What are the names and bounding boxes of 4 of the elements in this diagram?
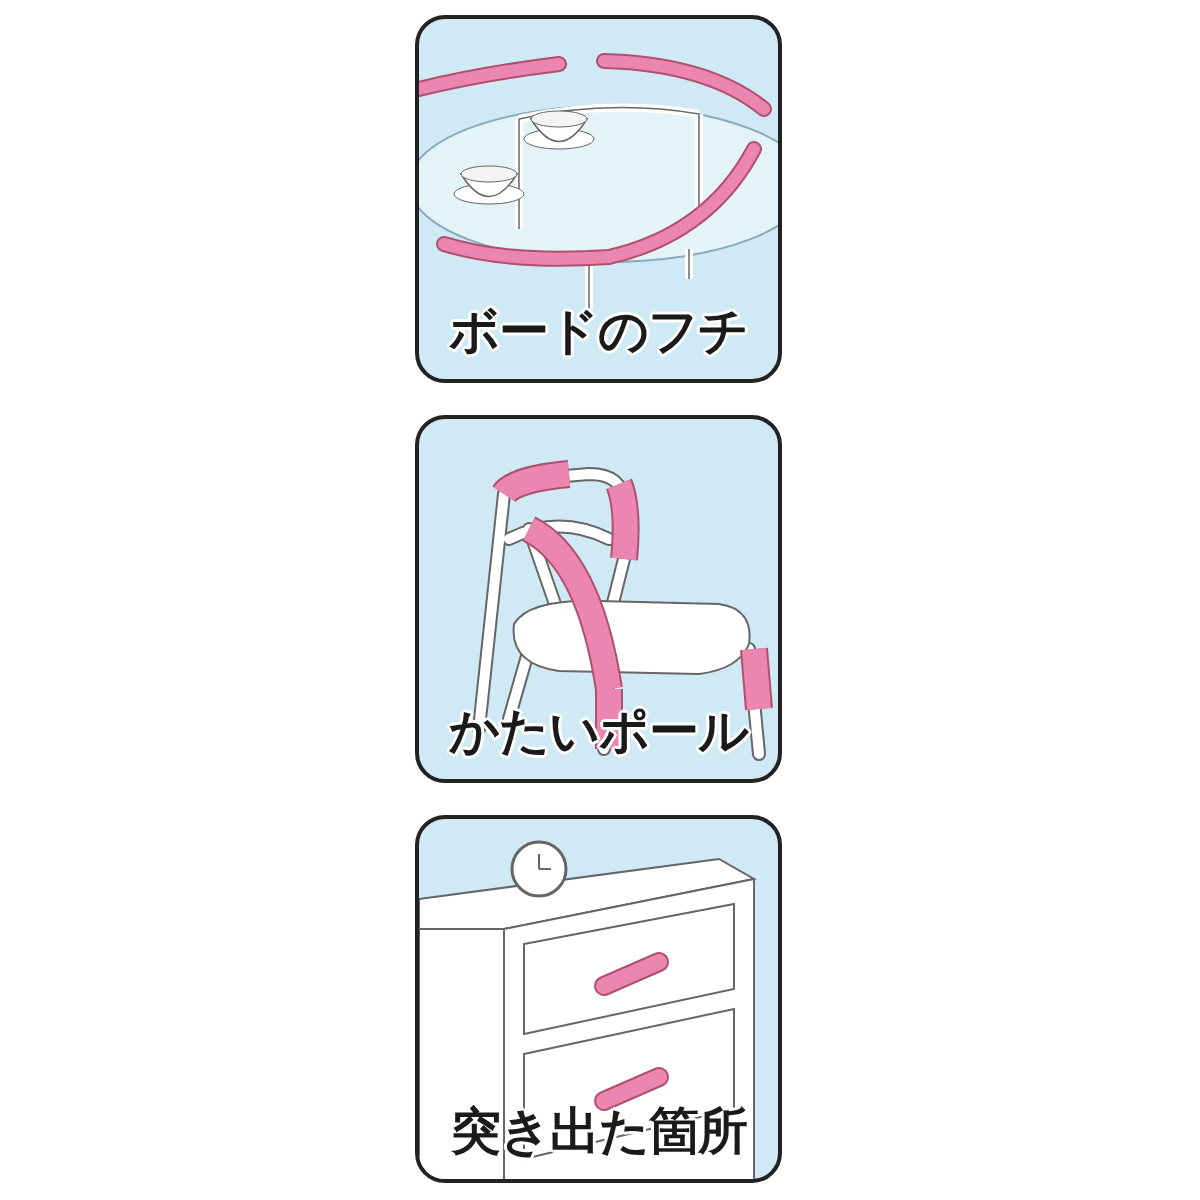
- panel-caption: ボードのフチ: [449, 302, 748, 360]
- illustration-panel: [415, 15, 782, 383]
- illustration-panel: [415, 415, 782, 783]
- illustration-panel: [415, 815, 782, 1183]
